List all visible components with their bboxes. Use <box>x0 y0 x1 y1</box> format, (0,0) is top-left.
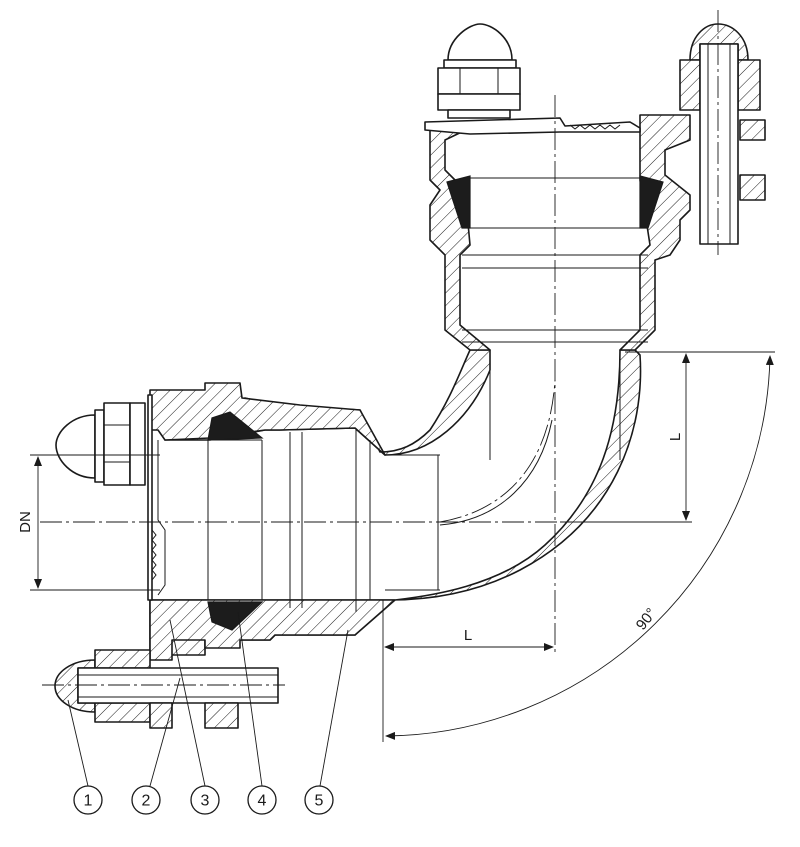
callout-2: 2 <box>131 785 161 815</box>
leader-1 <box>67 699 89 787</box>
left-seal-lower <box>207 601 264 631</box>
leader-3 <box>169 619 206 787</box>
top-right-nut-left <box>679 59 701 111</box>
left-socket <box>147 382 396 661</box>
top-seal-left <box>446 175 471 229</box>
left-cap-nut-assembly <box>55 402 146 486</box>
callout-3: 3 <box>190 785 220 815</box>
callout-5-number: 5 <box>315 793 324 810</box>
top-socket-right-wall <box>619 114 691 351</box>
bore-bend-inner <box>439 419 553 526</box>
top-right-lower-nut <box>739 174 766 201</box>
left-cap-dome <box>55 414 96 479</box>
top-cap-collar <box>443 59 517 69</box>
bottom-nut-lower <box>94 702 151 723</box>
top-right-bolt-shank <box>699 43 739 245</box>
top-clamp-ring-teeth <box>569 124 621 130</box>
top-bolt-shank <box>447 109 511 119</box>
left-nut-washer <box>129 402 146 486</box>
top-nut-washer <box>437 93 521 111</box>
left-inner-sleeve <box>157 440 166 596</box>
bottom-lower-nut <box>204 702 239 729</box>
callouts: 1 2 3 4 5 <box>73 785 334 815</box>
top-right-washer <box>739 119 766 141</box>
callout-3-number: 3 <box>201 793 210 810</box>
left-clamp-ring <box>147 394 153 601</box>
left-socket-upper-wall <box>149 382 386 456</box>
callout-2-number: 2 <box>142 793 151 810</box>
callout-5: 5 <box>304 785 334 815</box>
top-right-bolt-assembly <box>679 10 766 255</box>
callout-1-number: 1 <box>84 793 93 810</box>
top-right-nut-right <box>737 59 761 111</box>
top-seal-right <box>639 175 664 229</box>
left-cap-collar <box>94 409 105 483</box>
top-cap-nut-assembly <box>437 23 521 119</box>
bottom-bolt-assembly <box>42 649 285 729</box>
l-horizontal-label: L <box>464 627 472 644</box>
callout-4: 4 <box>247 785 277 815</box>
callout-leaders <box>67 611 349 787</box>
left-seal-upper <box>207 411 264 441</box>
top-socket <box>424 114 691 351</box>
leader-4 <box>237 611 263 787</box>
center-lines <box>40 95 690 655</box>
left-clamp-ring-teeth <box>151 529 157 581</box>
top-clamp-ring <box>424 117 641 135</box>
angle-label: 90° <box>633 605 660 633</box>
leader-5 <box>319 629 349 787</box>
leader-2 <box>149 677 181 787</box>
top-socket-left-wall <box>429 124 491 351</box>
dn-label: DN <box>17 511 34 533</box>
bottom-nut-upper <box>94 649 151 669</box>
bottom-washer <box>149 702 173 729</box>
l-vertical-label: L <box>667 433 684 441</box>
left-hex-nut <box>103 402 131 486</box>
callout-4-number: 4 <box>258 793 267 810</box>
top-cap-dome <box>447 23 513 61</box>
top-hex-nut <box>437 67 521 95</box>
callout-1: 1 <box>73 785 103 815</box>
angle-arc-dimension <box>385 355 774 740</box>
